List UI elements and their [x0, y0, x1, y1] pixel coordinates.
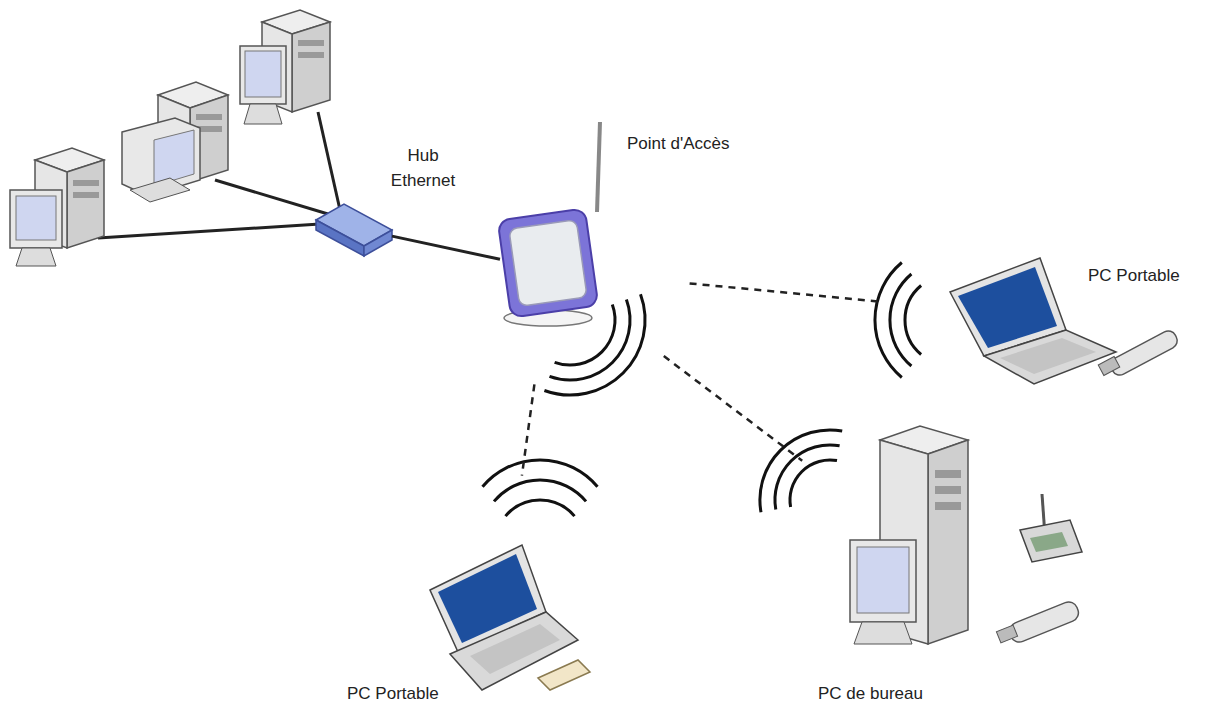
laptop-node: PC Portable	[430, 545, 575, 690]
wave-arc	[760, 430, 842, 512]
usb-dongle	[1007, 599, 1081, 645]
desktop-computer	[10, 148, 104, 266]
wave-arc	[494, 480, 586, 501]
desktop-computer	[240, 10, 330, 124]
ethernet-cable	[98, 224, 320, 238]
wireless-link	[664, 356, 802, 461]
drive-bay	[298, 40, 324, 46]
wave-arc	[775, 445, 840, 510]
drive-bay	[298, 52, 324, 58]
antenna	[597, 122, 600, 212]
pci-card	[1020, 520, 1082, 562]
wave-arc	[905, 286, 921, 355]
wave-arc	[875, 263, 902, 378]
monitor-screen	[154, 130, 194, 186]
ap-face	[509, 220, 587, 307]
laptop-base	[984, 330, 1116, 384]
device-label: PC de bureau	[818, 681, 923, 706]
wireless-link	[690, 283, 881, 301]
wave-arc	[555, 305, 615, 365]
tower-front	[928, 440, 968, 644]
monitor-screen	[16, 196, 56, 240]
access-point-node: Point d'Accès	[500, 215, 600, 325]
drive-bay	[935, 502, 961, 510]
monitor-stand	[244, 104, 282, 124]
radio-waves	[875, 263, 921, 378]
drive-bay	[935, 486, 961, 494]
drive-bay	[73, 192, 99, 198]
monitor-stand	[130, 178, 190, 202]
pcmcia-card	[538, 660, 590, 690]
usb-dongle	[1108, 328, 1180, 378]
drive-bay	[935, 470, 961, 478]
wave-arc	[890, 274, 911, 366]
usb-plug	[996, 625, 1017, 643]
desktop-node: PC de bureau	[850, 425, 1010, 690]
laptop	[430, 460, 598, 690]
device-label: PC Portable	[1088, 263, 1180, 288]
drive-bay	[73, 180, 99, 186]
drive-bay	[196, 114, 222, 120]
monitor	[850, 540, 916, 622]
keyboard	[1000, 338, 1096, 374]
usb-plug	[1098, 356, 1120, 375]
wireless-link	[522, 384, 535, 475]
monitor-stand	[16, 248, 56, 266]
monitor	[10, 190, 62, 248]
device-label: PC Portable	[347, 681, 439, 706]
access-point	[498, 122, 600, 326]
desktop-computer	[760, 426, 1082, 645]
laptop-node: PC Portable	[955, 258, 1115, 375]
ethernet-hub	[316, 204, 392, 256]
monitor	[240, 46, 286, 104]
radio-waves	[760, 430, 842, 512]
wave-arc	[550, 300, 631, 381]
device-label: Hub Ethernet	[383, 143, 463, 193]
ap-frame	[498, 208, 599, 317]
ethernet-cable	[318, 112, 340, 210]
monitor-screen	[245, 51, 281, 97]
wave-arc	[506, 500, 575, 516]
hub-node: Hub Ethernet	[316, 200, 392, 256]
keyboard	[470, 624, 560, 674]
monitor-stand	[854, 622, 912, 644]
desktop-computer	[122, 82, 228, 202]
radio-waves	[483, 460, 598, 516]
ethernet-cable	[392, 236, 500, 259]
device-label: Point d'Accès	[627, 131, 729, 156]
laptop-screen	[958, 267, 1057, 348]
radio-waves	[544, 294, 645, 395]
tower-front	[292, 22, 330, 112]
monitor-screen	[857, 547, 909, 613]
pci-chip	[1030, 532, 1068, 552]
wave-arc	[790, 460, 837, 507]
wave-arc	[544, 294, 645, 395]
tower-front	[67, 160, 104, 248]
laptop	[875, 258, 1180, 384]
ethernet-cable	[215, 180, 328, 214]
hub-front	[316, 220, 364, 256]
hub-side	[364, 230, 392, 256]
wave-arc	[483, 460, 598, 487]
